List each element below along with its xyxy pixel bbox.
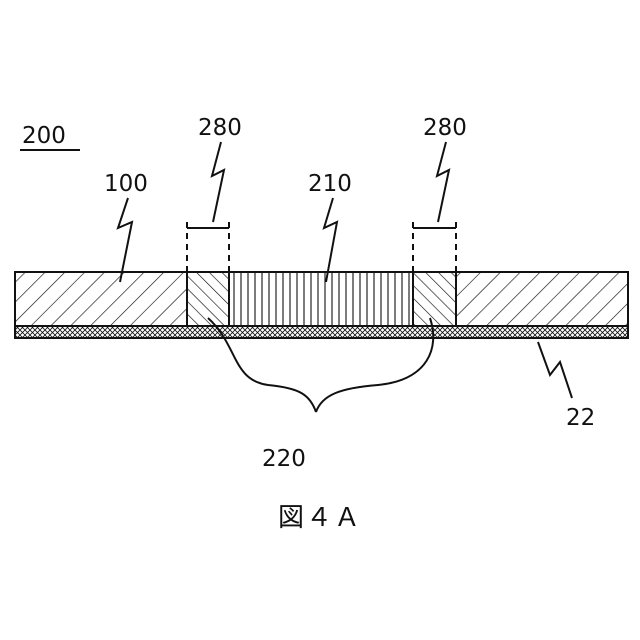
label-210: 210 <box>308 171 352 197</box>
outer-layer-right <box>456 272 628 326</box>
leader-22 <box>538 342 572 398</box>
dimension-280-right <box>413 222 456 272</box>
dimension-280-left <box>187 222 229 272</box>
label-100: 100 <box>104 171 148 197</box>
label-22: 22 <box>566 405 595 431</box>
label-220: 220 <box>262 446 306 472</box>
base-film <box>15 326 628 338</box>
leader-100 <box>118 198 132 282</box>
label-280-right: 280 <box>423 115 467 141</box>
leader-210 <box>324 198 337 282</box>
leader-280-right <box>437 142 449 222</box>
leader-280-left <box>212 142 224 222</box>
outer-layer-left <box>15 272 187 326</box>
cross-section <box>15 272 628 338</box>
sidewall-right <box>413 272 456 326</box>
label-280-left: 280 <box>198 115 242 141</box>
sidewall-left <box>187 272 229 326</box>
center-part <box>229 272 413 326</box>
label-200: 200 <box>22 123 66 149</box>
figure-caption: 図４Ａ <box>278 503 362 533</box>
